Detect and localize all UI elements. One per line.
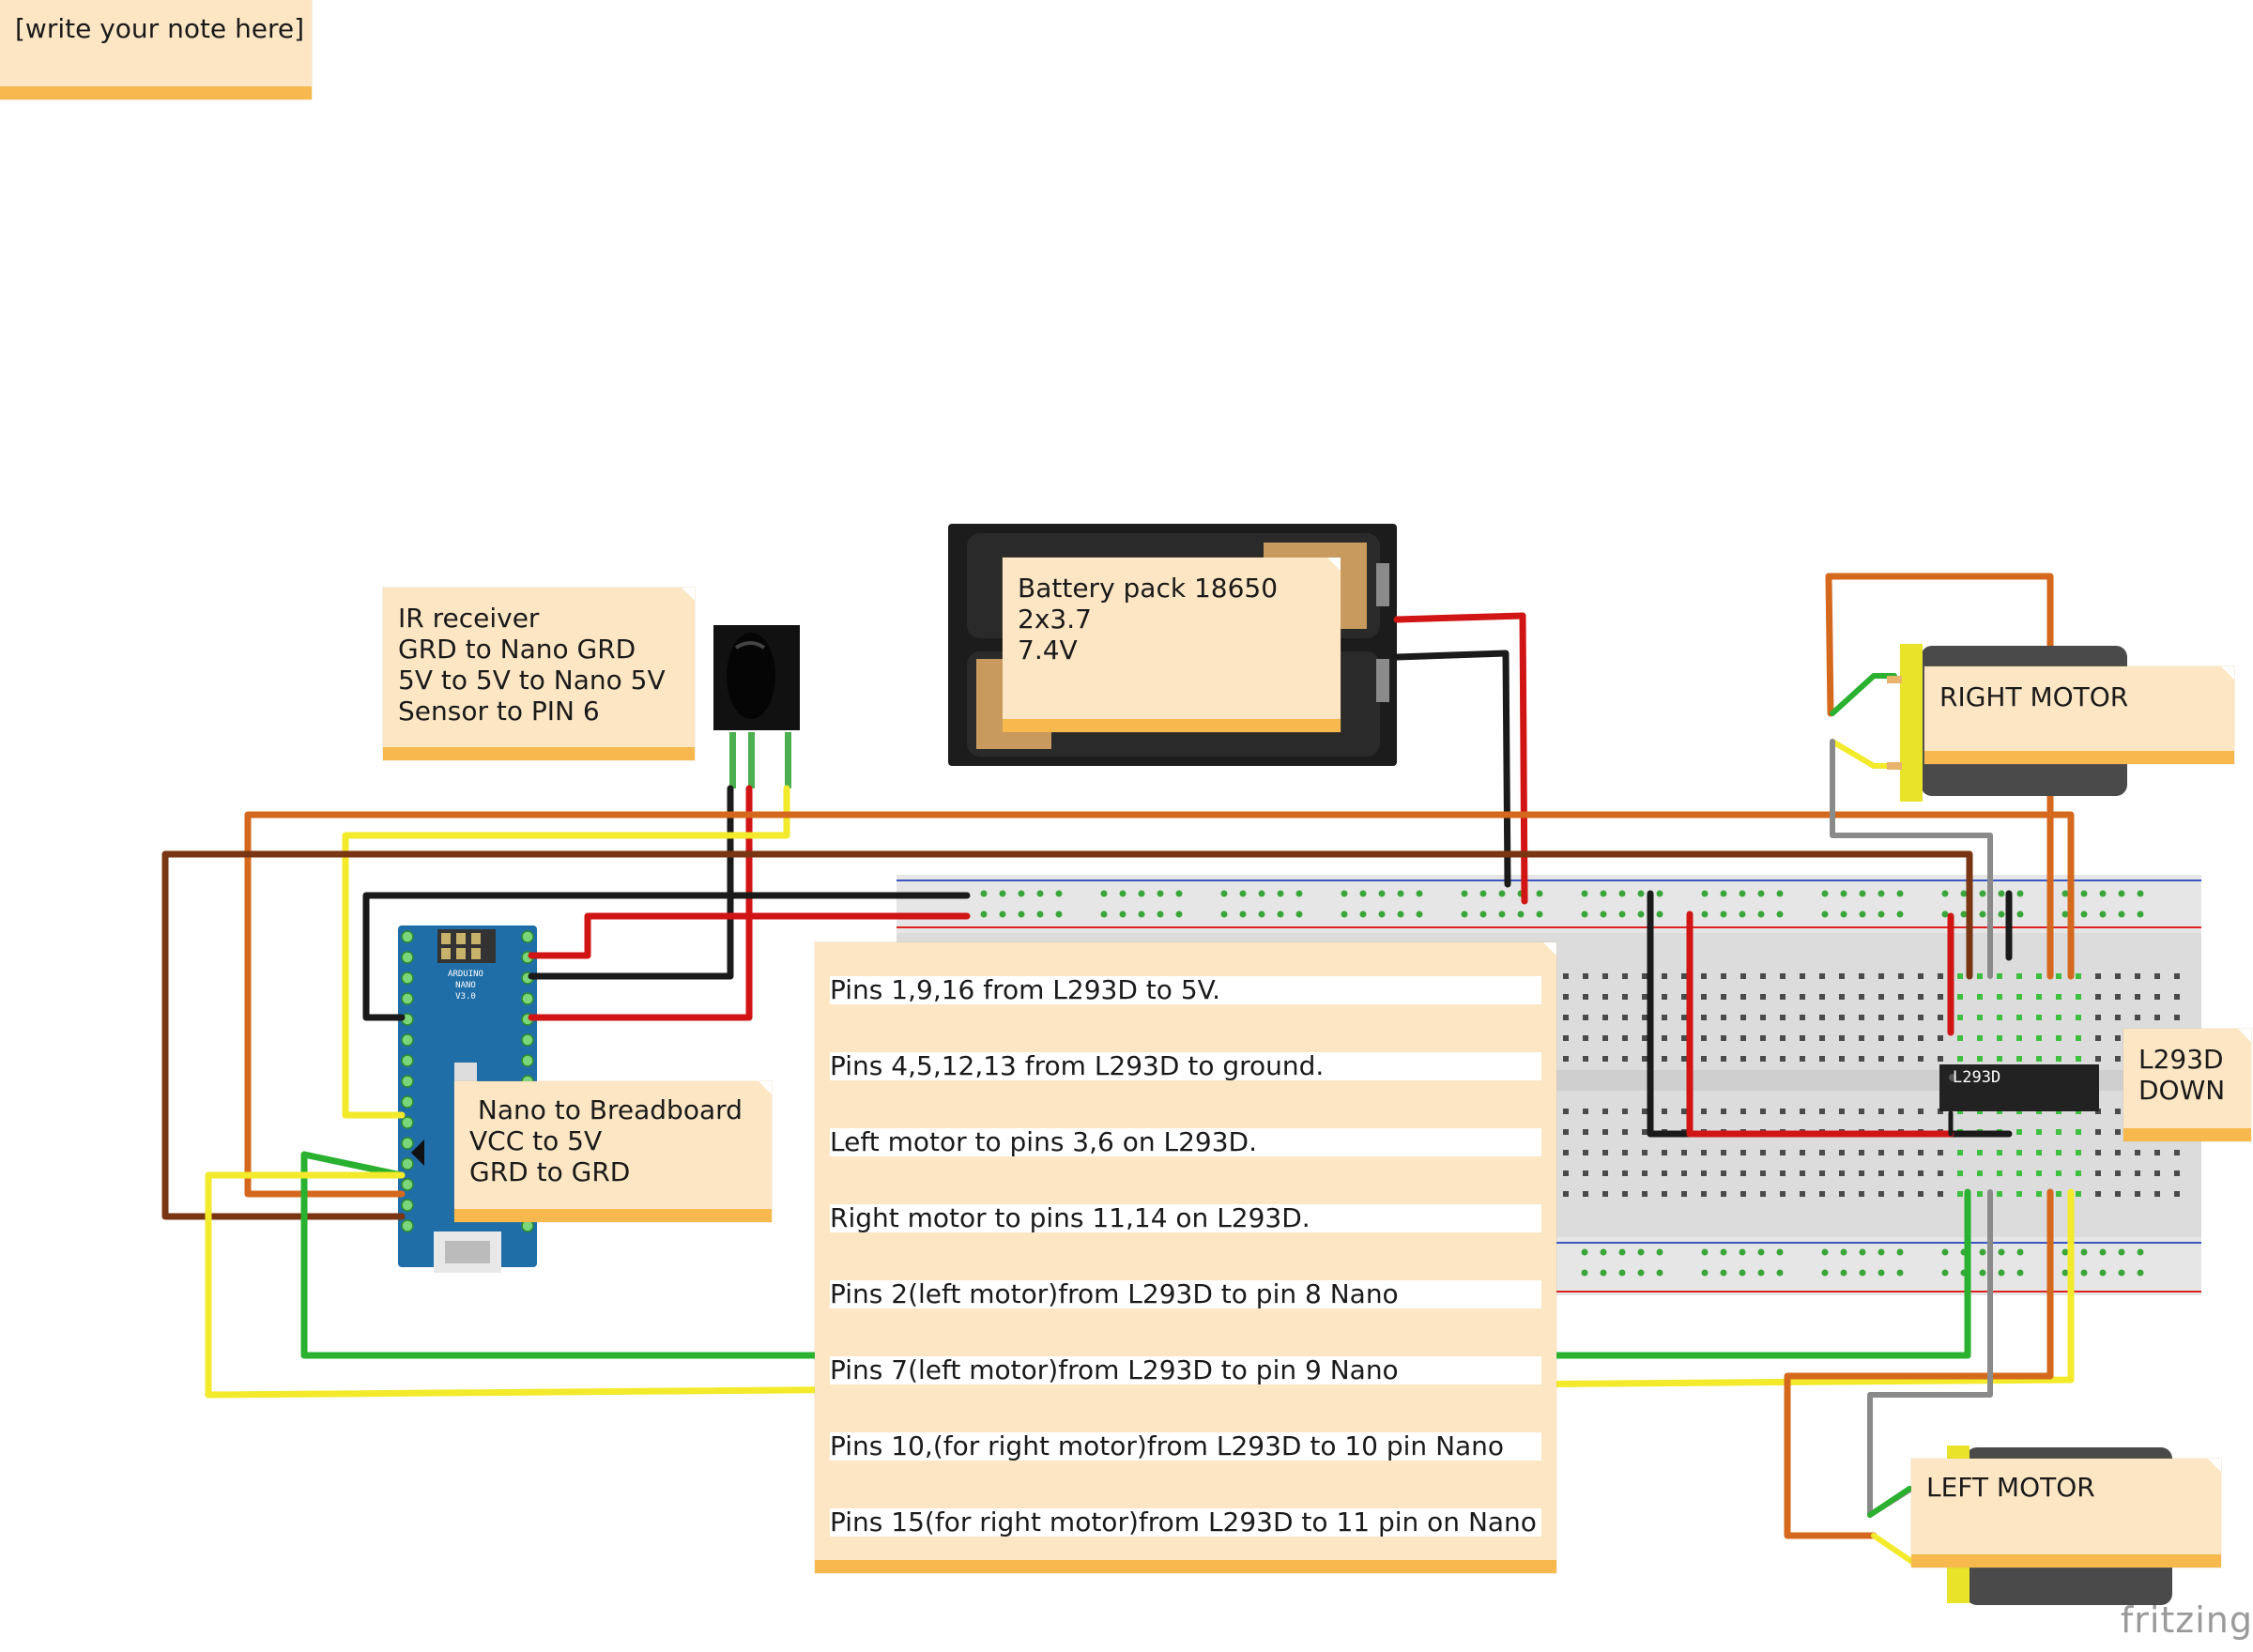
wires: [161, 573, 2075, 1567]
note-corner: [2238, 1029, 2251, 1042]
note-corner: [759, 1081, 772, 1094]
instruction-row: Pins 10,(for right motor)from L293D to 1…: [830, 1432, 1541, 1461]
note-nano-breadboard[interactable]: Nano to Breadboard VCC to 5V GRD to GRD: [454, 1081, 772, 1222]
note-bar: [0, 86, 312, 99]
instruction-row: Pins 1,9,16 from L293D to 5V.: [830, 976, 1541, 1004]
instruction-row: Pins 4,5,12,13 from L293D to ground.: [830, 1052, 1541, 1080]
instruction-text: Pins 15(for right motor)from L293D to 11…: [830, 1507, 1537, 1537]
note-ir-line-3: 5V to 5V to Nano 5V: [398, 665, 666, 696]
note-corner: [1543, 942, 1556, 956]
note-left-motor[interactable]: LEFT MOTOR: [1911, 1459, 2221, 1568]
note-battery-line-2: 2x3.7: [1018, 604, 1092, 635]
note-right-motor-text: RIGHT MOTOR: [1939, 681, 2129, 712]
note-bar: [2123, 1128, 2251, 1141]
note-bar: [1924, 751, 2234, 764]
note-corner: [2208, 1459, 2221, 1472]
note-ir-line-1: IR receiver: [398, 603, 540, 634]
ir-receiver: [713, 625, 800, 788]
note-bar: [383, 747, 695, 760]
note-ir-line-4: Sensor to PIN 6: [398, 696, 600, 727]
note-bar: [454, 1209, 772, 1222]
note-instructions[interactable]: Pins 1,9,16 from L293D to 5V. Pins 4,5,1…: [815, 942, 1556, 1573]
note-top-left[interactable]: [write your note here]: [0, 0, 312, 99]
note-battery-line-3: 7.4V: [1018, 635, 1078, 665]
board-text-1: ARDUINO: [448, 970, 483, 979]
instruction-row: Pins 15(for right motor)from L293D to 11…: [830, 1508, 1541, 1537]
note-l293d-line-2: DOWN: [2138, 1075, 2226, 1106]
note-corner: [682, 588, 695, 601]
instruction-text: Pins 7(left motor)from L293D to pin 9 Na…: [830, 1354, 1399, 1385]
instruction-text: Pins 1,9,16 from L293D to 5V.: [830, 974, 1221, 1005]
instruction-row: Right motor to pins 11,14 on L293D.: [830, 1204, 1541, 1232]
note-corner: [2221, 666, 2234, 680]
note-ir-line-2: GRD to Nano GRD: [398, 634, 636, 665]
note-ir-receiver[interactable]: IR receiver GRD to Nano GRD 5V to 5V to …: [383, 588, 695, 760]
note-nano-line-2: VCC to 5V: [469, 1125, 603, 1156]
instruction-text: Pins 2(left motor)from L293D to pin 8 Na…: [830, 1278, 1399, 1309]
note-bar: [1911, 1554, 2221, 1568]
note-bar: [1003, 719, 1341, 732]
note-l293d[interactable]: L293D DOWN: [2123, 1029, 2251, 1141]
note-nano-line-3: GRD to GRD: [469, 1156, 631, 1187]
note-right-motor[interactable]: RIGHT MOTOR: [1924, 666, 2234, 764]
note-left-motor-text: LEFT MOTOR: [1926, 1472, 2095, 1503]
instruction-text: Right motor to pins 11,14 on L293D.: [830, 1202, 1310, 1233]
note-corner: [1327, 558, 1341, 571]
chip-marking: L293D: [1953, 1068, 2001, 1087]
board-text-2: NANO: [455, 981, 476, 990]
instruction-text: Left motor to pins 3,6 on L293D.: [830, 1126, 1258, 1157]
note-bar: [815, 1560, 1556, 1573]
note-battery-line-1: Battery pack 18650: [1018, 573, 1279, 604]
instruction-text: Pins 10,(for right motor)from L293D to 1…: [830, 1430, 1505, 1461]
instruction-text: Pins 4,5,12,13 from L293D to ground.: [830, 1050, 1325, 1081]
l293d-chip: [1939, 1064, 2099, 1111]
fritzing-logo: fritzing: [2120, 1599, 2253, 1641]
board-text-3: V3.0: [455, 992, 476, 1002]
note-l293d-line-1: L293D: [2138, 1044, 2224, 1075]
note-top-left-text: [write your note here]: [15, 13, 305, 44]
instruction-row: Left motor to pins 3,6 on L293D.: [830, 1128, 1541, 1156]
instruction-row: Pins 7(left motor)from L293D to pin 9 Na…: [830, 1356, 1541, 1384]
note-nano-line-1: Nano to Breadboard: [469, 1094, 743, 1125]
instruction-row: Pins 2(left motor)from L293D to pin 8 Na…: [830, 1280, 1541, 1308]
note-battery[interactable]: Battery pack 18650 2x3.7 7.4V: [1003, 558, 1341, 732]
